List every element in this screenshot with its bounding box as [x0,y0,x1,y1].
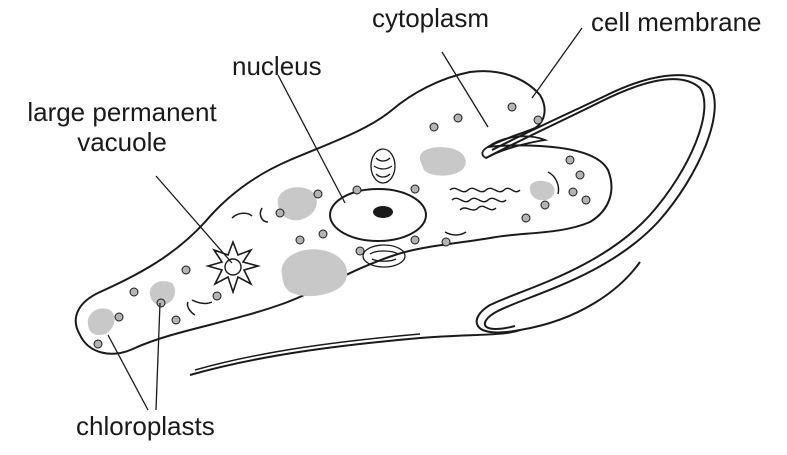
golgi [450,188,520,210]
leader-chloroplast-2 [156,303,160,410]
label-chloroplasts: chloroplasts [76,412,215,442]
leader-vacuole [156,176,232,263]
label-vacuole-line1: large permanent [6,98,238,128]
label-nucleus: nucleus [232,52,322,82]
paramylon-body [363,245,405,267]
leader-membrane [532,28,582,98]
nucleolus [373,206,393,218]
tail-line [190,330,520,375]
chloroplast-group [88,147,555,335]
label-vacuole: large permanent vacuole [6,98,238,158]
chloroplast [530,181,555,200]
vacuole-center [225,259,241,275]
label-vacuole-line2: vacuole [6,128,238,158]
contractile-vacuole [208,242,258,292]
chloroplast [282,249,348,296]
leader-nucleus [278,75,345,203]
flagellum-inner [485,75,715,329]
leader-chloroplast-1 [108,335,148,410]
label-cytoplasm: cytoplasm [372,4,489,34]
chloroplast [420,147,466,175]
label-cell-membrane: cell membrane [591,8,762,38]
leader-cytoplasm [442,52,488,127]
chloroplast [88,308,115,335]
